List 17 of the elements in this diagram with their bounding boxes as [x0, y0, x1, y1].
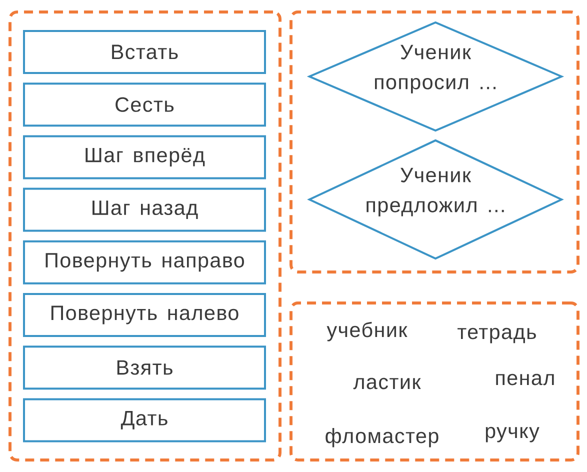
dashed-frame: [8, 10, 282, 462]
command-box: Дать: [23, 398, 266, 442]
command-box: Повернуть налево: [23, 293, 266, 337]
command-box: Взять: [23, 346, 266, 390]
dashed-frame: [290, 10, 580, 274]
dashed-frame: [290, 302, 580, 462]
command-box: Встать: [23, 30, 266, 74]
word-label: ластик: [353, 378, 421, 390]
word-label: фломастер: [326, 428, 438, 448]
command-box: Сесть: [23, 82, 266, 127]
command-box: Повернуть направо: [23, 240, 266, 284]
word-label: тетрадь: [458, 328, 536, 344]
word-label: учебник: [326, 322, 408, 342]
command-box: Шаг вперёд: [23, 135, 266, 180]
word-label: ручку: [486, 426, 540, 442]
command-box: Шаг назад: [23, 188, 266, 232]
word-label: пенал: [496, 374, 554, 386]
